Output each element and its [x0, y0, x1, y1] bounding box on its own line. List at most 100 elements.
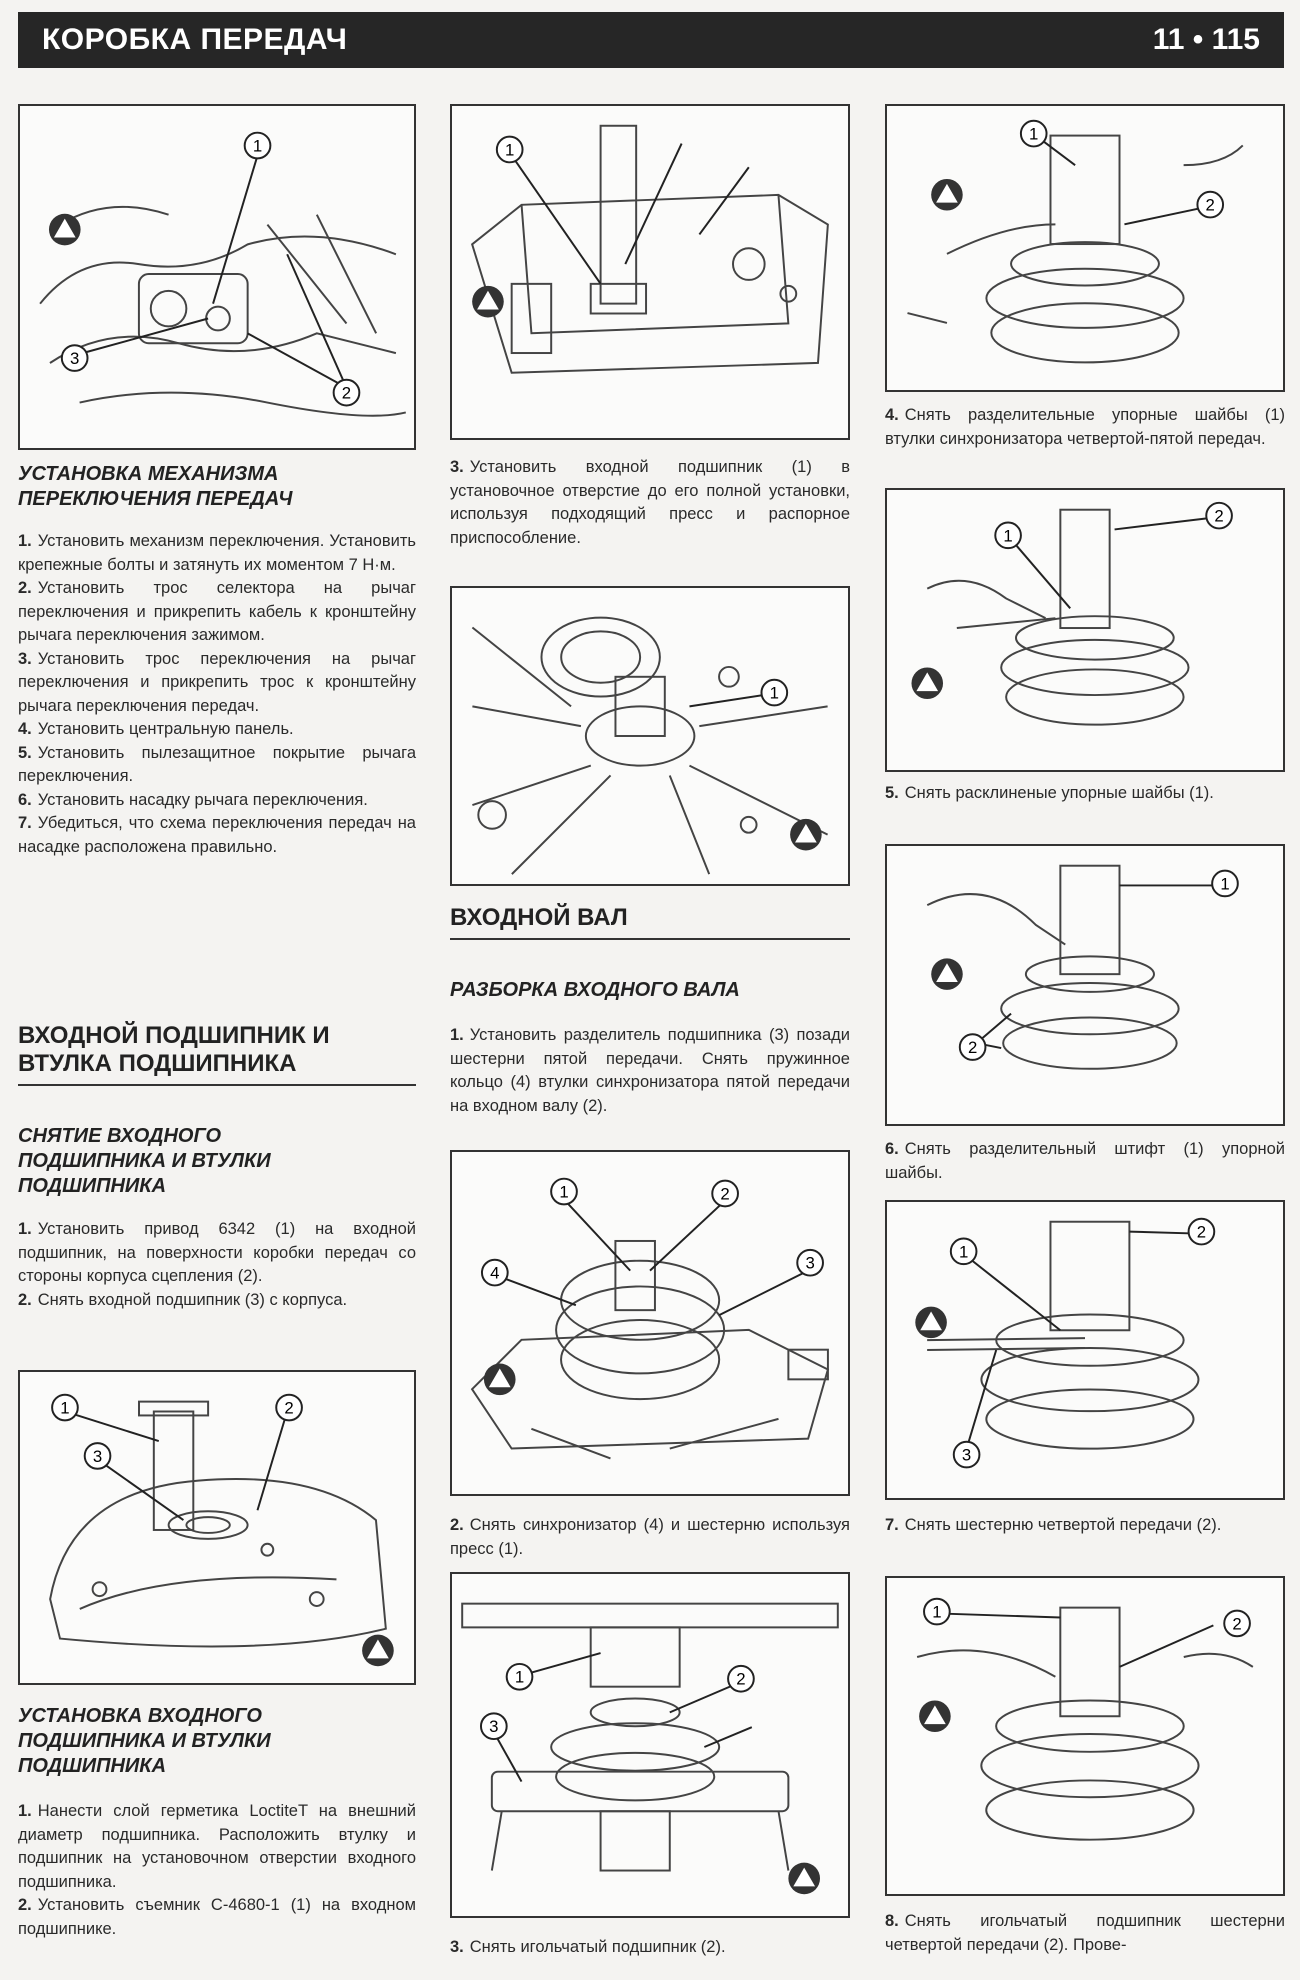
callout-label: 3	[489, 1717, 498, 1736]
callout-label: 2	[1206, 196, 1215, 215]
callout-marker	[952, 1440, 981, 1469]
callout-label: 2	[1197, 1223, 1206, 1242]
callout-marker	[83, 1442, 112, 1470]
callout-label: 1	[932, 1603, 941, 1622]
callout-label: 1	[1029, 125, 1038, 144]
warning-triangle-icon	[472, 285, 504, 318]
callout-label: 1	[770, 684, 779, 703]
callout-label: 2	[284, 1398, 293, 1417]
callout-label: 1	[1220, 874, 1229, 893]
figure-input-shaft-top: 1	[450, 586, 850, 886]
callout-marker	[332, 378, 361, 407]
subheading-bearing-install: УСТАНОВКА ВХОДНОГО ПОДШИПНИКА И ВТУЛКИ П…	[18, 1705, 271, 1777]
figure-bearing-press: 1	[450, 104, 850, 440]
callout-marker	[60, 344, 89, 372]
page-header: КОРОБКА ПЕРЕДАЧ 11 • 115	[18, 12, 1284, 68]
callout-marker	[51, 1393, 79, 1422]
caption-step-2-synchronizer: 2.Снять синхронизатор (4) и шестерню исп…	[450, 1516, 850, 1558]
page-number: 11 • 115	[1152, 23, 1260, 56]
figure-separator-pin: 1 2	[885, 844, 1285, 1126]
callout-marker	[1223, 1609, 1251, 1638]
figure-synchronizer-press: 1 2 3 4	[450, 1150, 850, 1496]
step-item: 5.Установить пылезащитное покрытие рычаг…	[18, 743, 416, 786]
callout-label: 1	[505, 140, 514, 159]
figure-fourth-gear: 1 2 3	[885, 1200, 1285, 1500]
figure-needle-bearing-press: 1 2 3	[450, 1572, 850, 1918]
step-shaft-disassembly-1: 1.Установить разделитель подшипника (3) …	[450, 1026, 850, 1115]
step-item: 1.Установить механизм переключения. Уста…	[18, 532, 416, 574]
caption-step-8-bearing: 8.Снять игольчатый подшипник шестерни че…	[885, 1912, 1285, 1954]
caption-step-4-washers: 4.Снять разделительные упорные шайбы (1)…	[885, 406, 1285, 448]
callout-label: 3	[805, 1254, 814, 1273]
warning-triangle-icon	[915, 1306, 947, 1339]
step-item: 3.Установить трос переключения на рычаг …	[18, 649, 416, 715]
step-item: 2.Установить трос селектора на рычаг пер…	[18, 579, 416, 644]
callout-marker	[1211, 869, 1239, 898]
callout-label: 1	[253, 136, 262, 155]
step-item: 7.Убедиться, что схема переключения пере…	[18, 814, 416, 856]
callout-label: 3	[962, 1446, 971, 1465]
callout-marker	[243, 131, 272, 160]
warning-triangle-icon	[911, 667, 944, 700]
callout-marker	[1019, 119, 1048, 148]
callout-marker	[1196, 190, 1225, 219]
section-heading-input-bearing: ВХОДНОЙ ПОДШИПНИК И ВТУЛКА ПОДШИПНИКА	[18, 1022, 416, 1086]
callout-marker	[994, 521, 1022, 550]
section-heading-input-shaft: ВХОДНОЙ ВАЛ	[450, 904, 850, 940]
steps-bearing-removal: 1.Установить привод 6342 (1) на входной …	[18, 1218, 416, 1312]
callout-label: 2	[1232, 1614, 1241, 1633]
section-title: КОРОБКА ПЕРЕДАЧ	[42, 23, 348, 56]
caption-step-5-wedged-washers: 5.Снять расклиненые упорные шайбы (1).	[885, 784, 1214, 802]
caption-step-6-separator-pin: 6.Снять разделительный штифт (1) упорной…	[885, 1140, 1285, 1182]
callout-marker	[958, 1033, 987, 1061]
warning-triangle-icon	[919, 1700, 951, 1733]
figure-wedged-washers: 1 2	[885, 488, 1285, 772]
figure-bearing-removal: 1 2 3	[18, 1370, 416, 1685]
callout-marker	[796, 1248, 824, 1277]
callout-marker	[711, 1179, 739, 1208]
warning-triangle-icon	[790, 818, 822, 851]
step-item: 4.Установить центральную панель.	[18, 720, 294, 738]
warning-triangle-icon	[931, 178, 963, 211]
step-item: 2.Снять входной подшипник (3) с корпуса.	[18, 1290, 348, 1309]
figure-thrust-washers: 1 2	[885, 104, 1285, 392]
warning-triangle-icon	[48, 213, 81, 246]
callout-marker	[760, 678, 789, 707]
callout-label: 2	[342, 384, 351, 403]
callout-label: 2	[968, 1038, 977, 1057]
callout-label: 1	[60, 1398, 69, 1417]
figure-shift-mechanism: 1 2 3	[18, 104, 416, 450]
caption-step-3-install-bearing: 3.Установить входной подшипник (1) в уст…	[450, 458, 850, 547]
subheading-shaft-disassembly: РАЗБОРКА ВХОДНОГО ВАЛА	[450, 979, 740, 1001]
callout-label: 3	[70, 349, 79, 368]
subheading-bearing-removal: СНЯТИЕ ВХОДНОГО ПОДШИПНИКА И ВТУЛКИ ПОДШ…	[18, 1125, 271, 1197]
subheading-shift-install: УСТАНОВКА МЕХАНИЗМА ПЕРЕКЛЮЧЕНИЯ ПЕРЕДАЧ	[18, 463, 293, 510]
step-item: 1.Нанести слой герметика LoctiteT на вне…	[18, 1802, 416, 1891]
callout-marker	[923, 1597, 951, 1626]
warning-triangle-icon	[931, 958, 963, 990]
steps-bearing-install: 1.Нанести слой герметика LoctiteT на вне…	[18, 1800, 416, 1941]
callout-label: 1	[959, 1242, 968, 1261]
callout-label: 1	[1003, 526, 1012, 545]
warning-triangle-icon	[362, 1634, 394, 1667]
figure-fourth-gear-bearing: 1 2	[885, 1576, 1285, 1896]
callout-label: 1	[559, 1182, 568, 1201]
callout-marker	[727, 1664, 755, 1693]
step-item: 2.Установить съемник С-4680-1 (1) на вхо…	[18, 1896, 416, 1938]
callout-marker	[495, 135, 524, 164]
caption-step-3-needle-bearing: 3.Снять игольчатый подшипник (2).	[450, 1938, 726, 1956]
callout-marker	[505, 1662, 534, 1691]
caption-step-7-fourth-gear: 7.Снять шестерню четвертой передачи (2).	[885, 1516, 1222, 1534]
callout-label: 2	[1214, 507, 1223, 526]
step-item: 6.Установить насадку рычага переключения…	[18, 790, 368, 809]
callout-marker	[275, 1393, 303, 1422]
warning-triangle-icon	[483, 1363, 516, 1396]
callout-marker	[1205, 501, 1233, 530]
callout-label: 2	[736, 1670, 745, 1689]
steps-shift-install: 1.Установить механизм переключения. Уста…	[18, 530, 416, 859]
callout-marker	[1187, 1217, 1216, 1246]
callout-label: 4	[490, 1264, 499, 1283]
callout-marker	[949, 1237, 978, 1266]
warning-triangle-icon	[788, 1862, 821, 1895]
callout-label: 3	[93, 1447, 102, 1466]
